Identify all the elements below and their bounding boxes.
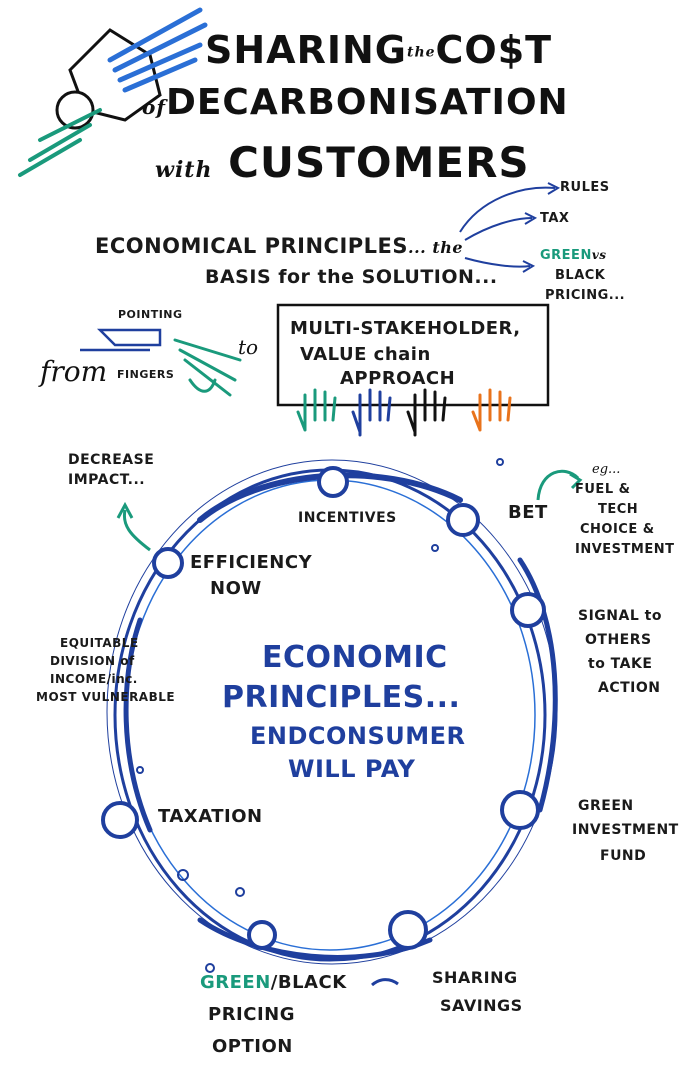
title-customers: CUSTOMERS	[228, 138, 530, 187]
center-line-2: PRINCIPLES...	[222, 680, 461, 715]
node-incentives	[317, 466, 349, 498]
principles-branch-arrows	[459, 182, 561, 273]
pointing-label: POINTING	[118, 308, 183, 321]
branch-tax: TAX	[540, 211, 570, 226]
stakeholder-box	[276, 303, 550, 407]
label-bet-3: CHOICE &	[580, 522, 655, 537]
label-bet-eg: eg...	[592, 462, 621, 477]
decrease-arrow	[122, 509, 151, 552]
box-line-3: APPROACH	[340, 368, 456, 389]
branch-pricing: PRICING...	[545, 288, 626, 303]
label-signal-2: OTHERS	[585, 632, 652, 648]
box-line-2: VALUE chain	[300, 344, 431, 365]
title-sharing: SHARING	[205, 28, 407, 72]
label-decrease-2: IMPACT...	[68, 472, 146, 488]
label-pricing-1: GREEN/BLACK	[200, 972, 347, 993]
label-equitable-3: INCOME/inc.	[50, 672, 138, 686]
label-green-fund-1: GREEN	[578, 798, 634, 814]
label-decrease-1: DECREASE	[68, 452, 155, 468]
node-bet	[446, 503, 480, 537]
label-pricing-3: OPTION	[212, 1036, 293, 1057]
cycle-nodes	[101, 466, 546, 950]
title-line-2: ofDECARBONISATION	[142, 82, 569, 123]
teal-hand-sketch	[173, 338, 242, 397]
center-line-3: ENDCONSUMER	[250, 722, 466, 750]
splash-dots	[136, 458, 504, 973]
title-with: with	[155, 157, 213, 183]
branch-green-vs: GREENvs	[540, 248, 607, 263]
center-line-4: WILL PAY	[288, 755, 416, 783]
label-efficiency-2: NOW	[210, 578, 262, 599]
label-bet-4: INVESTMENT	[575, 542, 675, 557]
node-signal	[510, 592, 546, 628]
label-taxation: TAXATION	[158, 806, 263, 827]
pointing-fingers-sketch	[80, 328, 162, 352]
branch-black: BLACK	[555, 268, 606, 283]
branch-rules: RULES	[560, 180, 610, 195]
label-green-fund-3: FUND	[600, 848, 647, 864]
label-signal-4: ACTION	[598, 680, 661, 696]
label-efficiency-1: EFFICIENCY	[190, 552, 313, 573]
title-of: of	[142, 95, 166, 119]
node-pricing	[247, 920, 277, 950]
label-bet-2: TECH	[598, 502, 639, 517]
node-green-fund	[500, 790, 540, 830]
label-sharing-1: SHARING	[432, 968, 518, 987]
node-taxation	[101, 801, 139, 839]
label-incentives: INCENTIVES	[298, 510, 397, 526]
label-pricing-2: PRICING	[208, 1004, 295, 1025]
label-signal-3: to TAKE	[588, 656, 653, 672]
label-bet: BET	[508, 502, 548, 523]
title-the: the	[406, 44, 436, 61]
title-line-1: SHARINGtheCO$T	[205, 28, 552, 72]
rocket-coin-icon	[18, 7, 208, 177]
raised-hands-icon	[296, 388, 512, 437]
principles-line-2: BASIS for the SOLUTION...	[205, 266, 498, 288]
box-line-1: MULTI-STAKEHOLDER,	[290, 318, 521, 339]
title-line-3: with CUSTOMERS	[155, 138, 530, 187]
label-green-fund-2: INVESTMENT	[572, 822, 679, 838]
from-label: from	[40, 355, 108, 388]
fingers-label: FINGERS	[117, 368, 175, 381]
node-efficiency	[152, 547, 184, 579]
label-signal-1: SIGNAL to	[578, 608, 662, 624]
to-label: to	[238, 335, 259, 359]
label-bet-1: FUEL &	[575, 482, 631, 497]
label-equitable-1: EQUITABLE	[60, 636, 139, 650]
principles-line-1: ECONOMICAL PRINCIPLES... the	[95, 234, 464, 258]
label-sharing-2: SAVINGS	[440, 996, 523, 1015]
label-equitable-4: MOST VULNERABLE	[36, 690, 176, 704]
center-line-1: ECONOMIC	[262, 640, 448, 675]
node-sharing	[388, 910, 428, 950]
title-decarbonisation: DECARBONISATION	[165, 82, 569, 123]
label-equitable-2: DIVISION of	[50, 654, 135, 668]
title-cost: CO$T	[435, 28, 553, 72]
